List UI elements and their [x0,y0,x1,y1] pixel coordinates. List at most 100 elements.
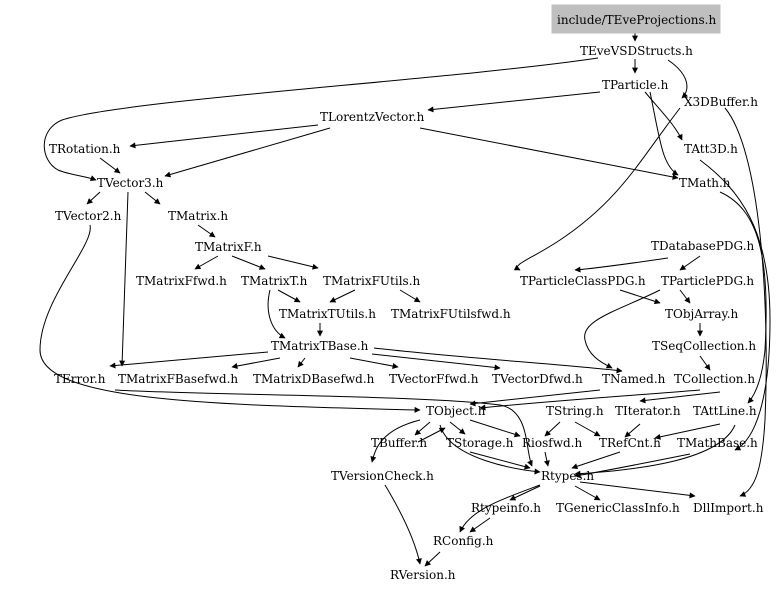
edge [639,391,721,404]
node-tparticlepdg[interactable]: TParticlePDG.h [661,274,754,288]
edge [231,255,266,270]
edge [231,357,281,369]
node-rconfig[interactable]: RConfig.h [433,534,494,548]
edge [164,127,331,178]
node-tobject[interactable]: TObject.h [426,404,486,418]
edge [571,451,621,470]
edge [574,257,669,273]
edge [654,423,721,440]
node-tvector2[interactable]: TVector2.h [55,209,122,223]
node-tobjarray[interactable]: TObjArray.h [665,307,739,321]
node-tstorage[interactable]: TStorage.h [446,436,514,450]
edge [277,289,301,303]
node-tmathbase[interactable]: TMathBase.h [677,436,758,450]
node-riosfwd[interactable]: Riosfwd.h [522,436,582,450]
node-tmatrix[interactable]: TMatrix.h [168,209,228,223]
node-tparticle[interactable]: TParticle.h [602,78,669,92]
edge [267,255,319,270]
edge [543,451,550,467]
edge [624,423,641,438]
node-tmatrixfbasefwd[interactable]: TMatrixFBasefwd.h [118,372,238,386]
edge [459,484,541,533]
edge [574,453,691,479]
edge [424,551,441,567]
edge [649,91,679,176]
edge [419,127,679,180]
edge [469,517,491,533]
edge [724,107,767,497]
edge [679,289,691,304]
edge [399,289,421,303]
edge [349,357,399,369]
edge [417,427,446,443]
edge [469,419,521,438]
node-tnamed[interactable]: TNamed.h [602,372,666,386]
node-trefcnt[interactable]: TRefCnt.h [599,436,661,450]
node-rtypeinfo[interactable]: Rtypeinfo.h [471,501,541,515]
node-tgenericclassinfo[interactable]: TGenericClassInfo.h [556,501,680,515]
node-tmatrixt[interactable]: TMatrixT.h [241,274,308,288]
node-tmatrixtutils[interactable]: TMatrixTUtils.h [279,307,376,321]
node-titerator[interactable]: TIterator.h [615,404,681,418]
node-tbuffer[interactable]: TBuffer.h [371,436,427,450]
node-x3dbuffer[interactable]: X3DBuffer.h [684,95,758,109]
edge [579,481,696,499]
node-dllimport[interactable]: DllImport.h [693,501,764,515]
node-tlorentzvector[interactable]: TLorentzVector.h [320,110,425,124]
edge [513,107,681,271]
node-tdatabasepdg[interactable]: TDatabasePDG.h [651,239,755,253]
edge [679,255,701,271]
node-rversion[interactable]: RVersion.h [390,568,456,582]
edge [373,347,623,374]
node-trotation[interactable]: TRotation.h [49,142,121,156]
edge [584,289,661,369]
edge [699,355,711,371]
edge [197,224,216,238]
node-teve-vsd-structs[interactable]: TEveVSDStructs.h [580,44,693,58]
edge [544,421,561,437]
node-terror[interactable]: TError.h [54,372,106,386]
edge [119,191,129,367]
node-tmatrixffwd[interactable]: TMatrixFfwd.h [136,274,227,288]
node-tvector3[interactable]: TVector3.h [97,176,164,190]
edge [329,289,356,303]
edge [99,157,121,174]
node-tatt3d[interactable]: TAtt3D.h [684,142,738,156]
node-tmatrixfutilsfwd[interactable]: TMatrixFUtilsfwd.h [391,307,511,321]
edge [384,484,422,565]
node-tvectordfwd[interactable]: TVectorDfwd.h [492,372,583,386]
edge [109,351,269,369]
root-node-box [551,4,721,34]
edge [449,421,466,435]
edge [619,289,661,305]
node-tversioncheck[interactable]: TVersionCheck.h [331,469,434,483]
node-tparticleclasspdg[interactable]: TParticleClassPDG.h [520,274,646,288]
edge [370,419,421,463]
edge [39,224,421,413]
edge [427,91,601,113]
edge [719,191,767,404]
edge [114,389,533,467]
node-tmatrixf[interactable]: TMatrixF.h [195,240,262,254]
edge [86,191,101,205]
node-tcollection[interactable]: TCollection.h [674,372,755,386]
node-tmatrixtbase[interactable]: TMatrixTBase.h [271,339,369,353]
edge [414,421,431,436]
node-tseqcollection[interactable]: TSeqCollection.h [652,339,756,353]
node-tvectorffwd[interactable]: TVectorFfwd.h [389,372,479,386]
node-tmatrixdbasefwd[interactable]: TMatrixDBasefwd.h [253,372,375,386]
node-rtypes[interactable]: Rtypes.h [541,469,594,483]
edge [574,421,601,437]
edge [371,353,501,371]
node-tmath[interactable]: TMath.h [679,176,731,190]
edge [194,255,219,270]
node-tmatrixfutils[interactable]: TMatrixFUtils.h [323,274,421,288]
edge [509,485,541,501]
node-tstring[interactable]: TString.h [546,404,604,418]
edge [144,191,161,205]
node-tattline[interactable]: TAttLine.h [693,404,757,418]
node-root[interactable]: include/TEveProjections.h [557,13,716,27]
edge [699,159,771,451]
edge [469,451,531,470]
